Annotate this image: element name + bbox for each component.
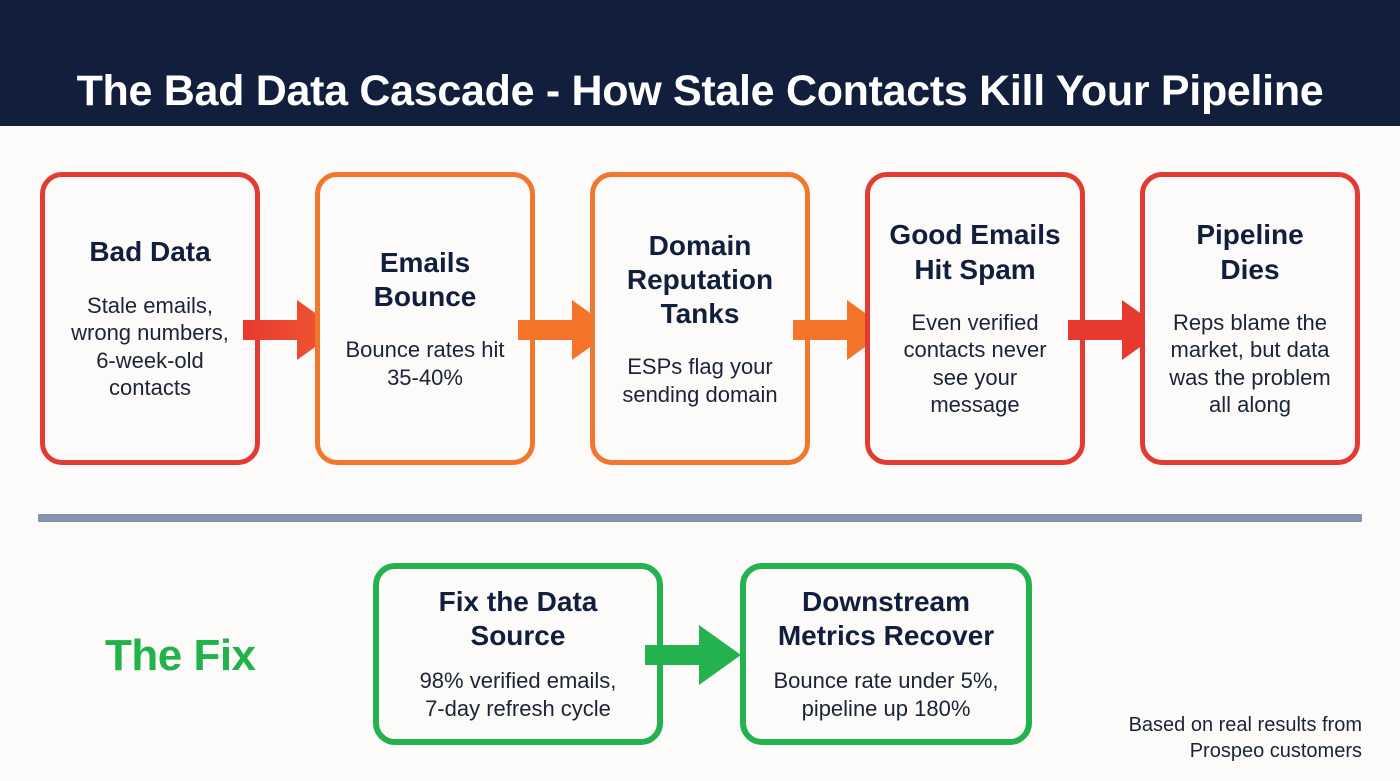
footer-attribution: Based on real results from Prospeo custo… <box>1128 714 1362 762</box>
section-divider <box>38 514 1362 522</box>
header-band <box>0 0 1400 126</box>
card-title: Pipeline Dies <box>1196 219 1304 285</box>
fix-section-label: The Fix <box>105 631 256 680</box>
cascade-card-good-emails-spam[interactable]: Good Emails Hit Spam Even verified conta… <box>865 172 1085 465</box>
fix-card-metrics-recover[interactable]: Downstream Metrics Recover Bounce rate u… <box>740 563 1032 745</box>
card-body: Bounce rate under 5%, pipeline up 180% <box>773 668 999 722</box>
cascade-card-emails-bounce[interactable]: Emails Bounce Bounce rates hit 35-40% <box>315 172 535 465</box>
card-title: Bad Data <box>89 236 211 268</box>
cascade-flow: Bad Data Stale emails, wrong numbers, 6-… <box>40 172 1360 465</box>
card-body: Stale emails, wrong numbers, 6-week-old … <box>71 292 229 401</box>
cascade-card-domain-reputation[interactable]: Domain Reputation Tanks ESPs flag your s… <box>590 172 810 465</box>
card-body: 98% verified emails, 7-day refresh cycle <box>419 668 617 722</box>
card-title: Emails Bounce <box>373 246 477 312</box>
card-title: Fix the Data Source <box>438 585 598 651</box>
card-body: Even verified contacts never see your me… <box>903 309 1047 418</box>
cascade-card-bad-data[interactable]: Bad Data Stale emails, wrong numbers, 6-… <box>40 172 260 465</box>
card-title: Good Emails Hit Spam <box>889 219 1061 285</box>
page-title: The Bad Data Cascade - How Stale Contact… <box>76 67 1324 116</box>
cascade-card-pipeline-dies[interactable]: Pipeline Dies Reps blame the market, but… <box>1140 172 1360 465</box>
flow-arrow-icon <box>645 625 741 685</box>
card-title: Downstream Metrics Recover <box>777 585 995 651</box>
card-body: Bounce rates hit 35-40% <box>345 337 505 390</box>
card-title: Domain Reputation Tanks <box>626 229 774 330</box>
card-body: Reps blame the market, but data was the … <box>1169 309 1331 418</box>
card-body: ESPs flag your sending domain <box>622 354 778 407</box>
fix-card-data-source[interactable]: Fix the Data Source 98% verified emails,… <box>373 563 663 745</box>
